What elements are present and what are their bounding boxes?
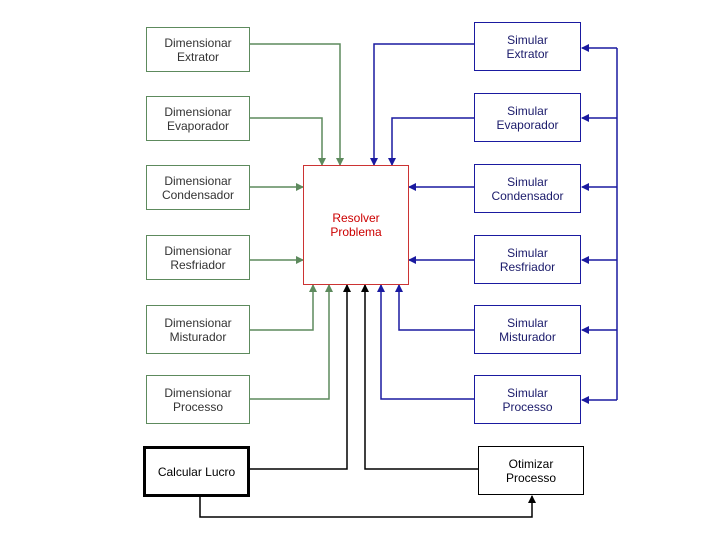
box-otimizar-processo[interactable]: Otimizar Processo [478, 446, 584, 495]
label-simular-evaporador: Simular Evaporador [496, 103, 559, 132]
label-dimensionar-condensador: Dimensionar Condensador [161, 173, 235, 202]
label-simular-extrator: Simular Extrator [506, 32, 549, 61]
link-dim-processo [243, 284, 333, 403]
label-dimensionar-resfriador: Dimensionar Resfriador [164, 243, 232, 272]
box-dimensionar-evaporador[interactable]: Dimensionar Evaporador [146, 96, 250, 141]
label-simular-condensador: Simular Condensador [491, 174, 564, 203]
link-sim-evaporador [388, 114, 481, 166]
link-sim-processo [377, 284, 481, 403]
label-resolver-problema: Resolver Problema [330, 211, 382, 239]
label-simular-misturador: Simular Misturador [499, 315, 556, 344]
box-dimensionar-processo[interactable]: Dimensionar Processo [146, 375, 250, 424]
label-dimensionar-evaporador: Dimensionar Evaporador [164, 104, 232, 133]
link-calc-lucro [250, 284, 351, 470]
box-dimensionar-misturador[interactable]: Dimensionar Misturador [146, 305, 250, 354]
label-simular-processo: Simular Processo [502, 385, 553, 414]
box-simular-evaporador[interactable]: Simular Evaporador [474, 93, 581, 142]
link-bottom-loop [196, 490, 536, 518]
box-simular-processo[interactable]: Simular Processo [474, 375, 581, 424]
box-simular-condensador[interactable]: Simular Condensador [474, 164, 581, 213]
label-calcular-lucro: Calcular Lucro [157, 464, 236, 479]
label-dimensionar-misturador: Dimensionar Misturador [164, 315, 232, 344]
box-simular-extrator[interactable]: Simular Extrator [474, 22, 581, 71]
link-dim-extrator [243, 40, 344, 166]
box-dimensionar-extrator[interactable]: Dimensionar Extrator [146, 27, 250, 72]
link-sim-extrator [370, 40, 481, 166]
link-otimizar [361, 284, 478, 470]
box-dimensionar-condensador[interactable]: Dimensionar Condensador [146, 165, 250, 210]
box-simular-resfriador[interactable]: Simular Resfriador [474, 235, 581, 284]
label-otimizar-processo: Otimizar Processo [505, 456, 557, 485]
link-dim-evaporador [243, 114, 326, 166]
link-dim-misturador [243, 284, 317, 334]
label-simular-resfriador: Simular Resfriador [499, 245, 556, 274]
box-calcular-lucro[interactable]: Calcular Lucro [143, 446, 250, 497]
label-dimensionar-extrator: Dimensionar Extrator [164, 35, 232, 64]
box-simular-misturador[interactable]: Simular Misturador [474, 305, 581, 354]
label-dimensionar-processo: Dimensionar Processo [164, 385, 232, 414]
box-dimensionar-resfriador[interactable]: Dimensionar Resfriador [146, 235, 250, 280]
box-resolver-problema[interactable]: Resolver Problema [303, 165, 409, 285]
link-sim-misturador [395, 284, 481, 334]
